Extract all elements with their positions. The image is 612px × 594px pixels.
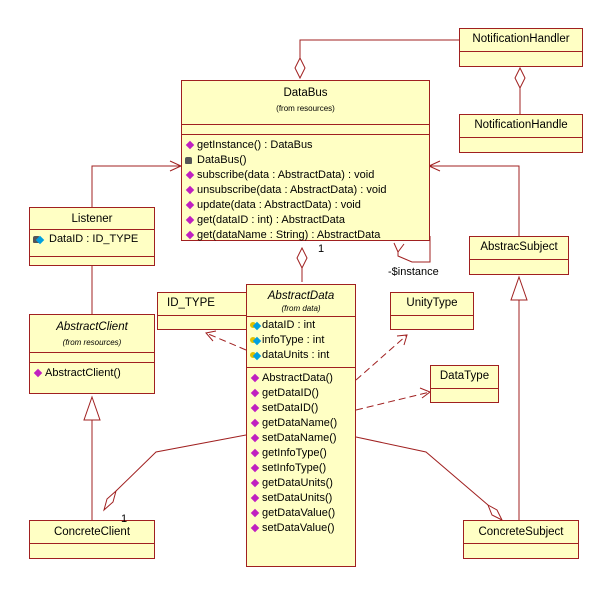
class-name: NotificationHandle [474, 119, 568, 131]
dependency-subject-databus [430, 165, 520, 236]
class-name: DataBus [283, 87, 328, 99]
class-name: ConcreteClient [53, 526, 131, 538]
class-name: ID_TYPE [167, 297, 215, 309]
operation: AbstractClient() [30, 366, 154, 381]
class-package: (from resources) [62, 338, 122, 347]
aggregation-client-data [115, 434, 247, 492]
operation: setDataID() [247, 401, 355, 416]
public-operation-icon [250, 373, 260, 383]
operation: get(dataID : int) : AbstractData [182, 213, 429, 228]
attribute-icon [252, 351, 262, 361]
aggregation-subject-data [355, 436, 489, 506]
public-operation-icon [185, 185, 195, 195]
class-name: Listener [71, 213, 113, 225]
class-id-type[interactable]: ID_TYPE [157, 292, 256, 330]
class-abstract-client[interactable]: AbstractClient (from resources) Abstract… [29, 314, 155, 394]
dependency-data-unitytype [355, 334, 408, 381]
dependency-data-datatype [355, 391, 431, 411]
operation: getInfoType() [247, 446, 355, 461]
class-abstract-data[interactable]: AbstractData (from data) dataID : int in… [246, 284, 356, 567]
class-name: DataType [439, 370, 490, 382]
class-name: AbstractClient [56, 321, 128, 333]
public-operation-icon [250, 478, 260, 488]
public-operation-icon [250, 523, 260, 533]
public-operation-icon [185, 140, 195, 150]
operation: setInfoType() [247, 461, 355, 476]
class-notification-handler[interactable]: NotificationHandler [459, 28, 583, 67]
public-operation-icon [250, 463, 260, 473]
public-operation-icon [250, 448, 260, 458]
class-name: AbstractData [267, 290, 335, 302]
operation: getInstance() : DataBus [182, 138, 429, 153]
class-name: UnityType [406, 297, 458, 309]
public-operation-icon [250, 418, 260, 428]
attribute-icon [252, 336, 262, 346]
multiplicity-databus: 1 [318, 243, 325, 255]
class-unity-type[interactable]: UnityType [390, 292, 474, 330]
class-package: (from resources) [276, 104, 335, 113]
operation: get(dataName : String) : AbstractData [182, 228, 429, 243]
class-name: NotificationHandler [472, 33, 570, 45]
role-label-instance: -$instance [388, 266, 439, 278]
operation: setDataValue() [247, 521, 355, 536]
operation: getDataName() [247, 416, 355, 431]
class-package: (from data) [281, 304, 321, 313]
dependency-data-idtype [205, 332, 247, 351]
operation: getDataUnits() [247, 476, 355, 491]
attribute: dataID : int [247, 318, 355, 333]
operation: getDataValue() [247, 506, 355, 521]
public-operation-icon [185, 200, 195, 210]
operation: DataBus() [182, 153, 429, 168]
operation: update(data : AbstractData) : void [182, 198, 429, 213]
class-concrete-subject[interactable]: ConcreteSubject [463, 520, 579, 559]
class-name: ConcreteSubject [478, 526, 564, 538]
public-operation-icon [250, 508, 260, 518]
dependency-listener-databus [91, 165, 180, 207]
attribute: dataUnits : int [247, 348, 355, 363]
public-operation-icon [185, 215, 195, 225]
class-concrete-client[interactable]: ConcreteClient [29, 520, 155, 559]
class-data-type[interactable]: DataType [430, 365, 499, 403]
public-operation-icon [250, 433, 260, 443]
operation: setDataUnits() [247, 491, 355, 506]
operation: setDataName() [247, 431, 355, 446]
operation: getDataID() [247, 386, 355, 401]
self-association-instance [397, 236, 431, 263]
attribute-icon [252, 321, 262, 331]
public-operation-icon [250, 493, 260, 503]
multiplicity-client: 1 [121, 513, 128, 525]
public-operation-icon [185, 230, 195, 240]
public-operation-icon [185, 170, 195, 180]
class-name: AbstracSubject [480, 241, 558, 253]
operation: subscribe(data : AbstractData) : void [182, 168, 429, 183]
class-abstract-subject[interactable]: AbstracSubject [469, 236, 569, 275]
class-listener[interactable]: Listener DataID : ID_TYPE [29, 207, 155, 266]
attribute: DataID : ID_TYPE [30, 232, 154, 247]
operation: AbstractData() [247, 371, 355, 386]
public-operation-icon [33, 368, 43, 378]
class-notification-handle[interactable]: NotificationHandle [459, 114, 583, 153]
public-operation-icon [250, 388, 260, 398]
operation: unsubscribe(data : AbstractData) : void [182, 183, 429, 198]
protected-operation-icon [185, 157, 192, 164]
public-operation-icon [250, 403, 260, 413]
attribute: infoType : int [247, 333, 355, 348]
class-databus[interactable]: DataBus (from resources) getInstance() :… [181, 80, 430, 241]
aggregation-handler-databus [299, 39, 459, 58]
